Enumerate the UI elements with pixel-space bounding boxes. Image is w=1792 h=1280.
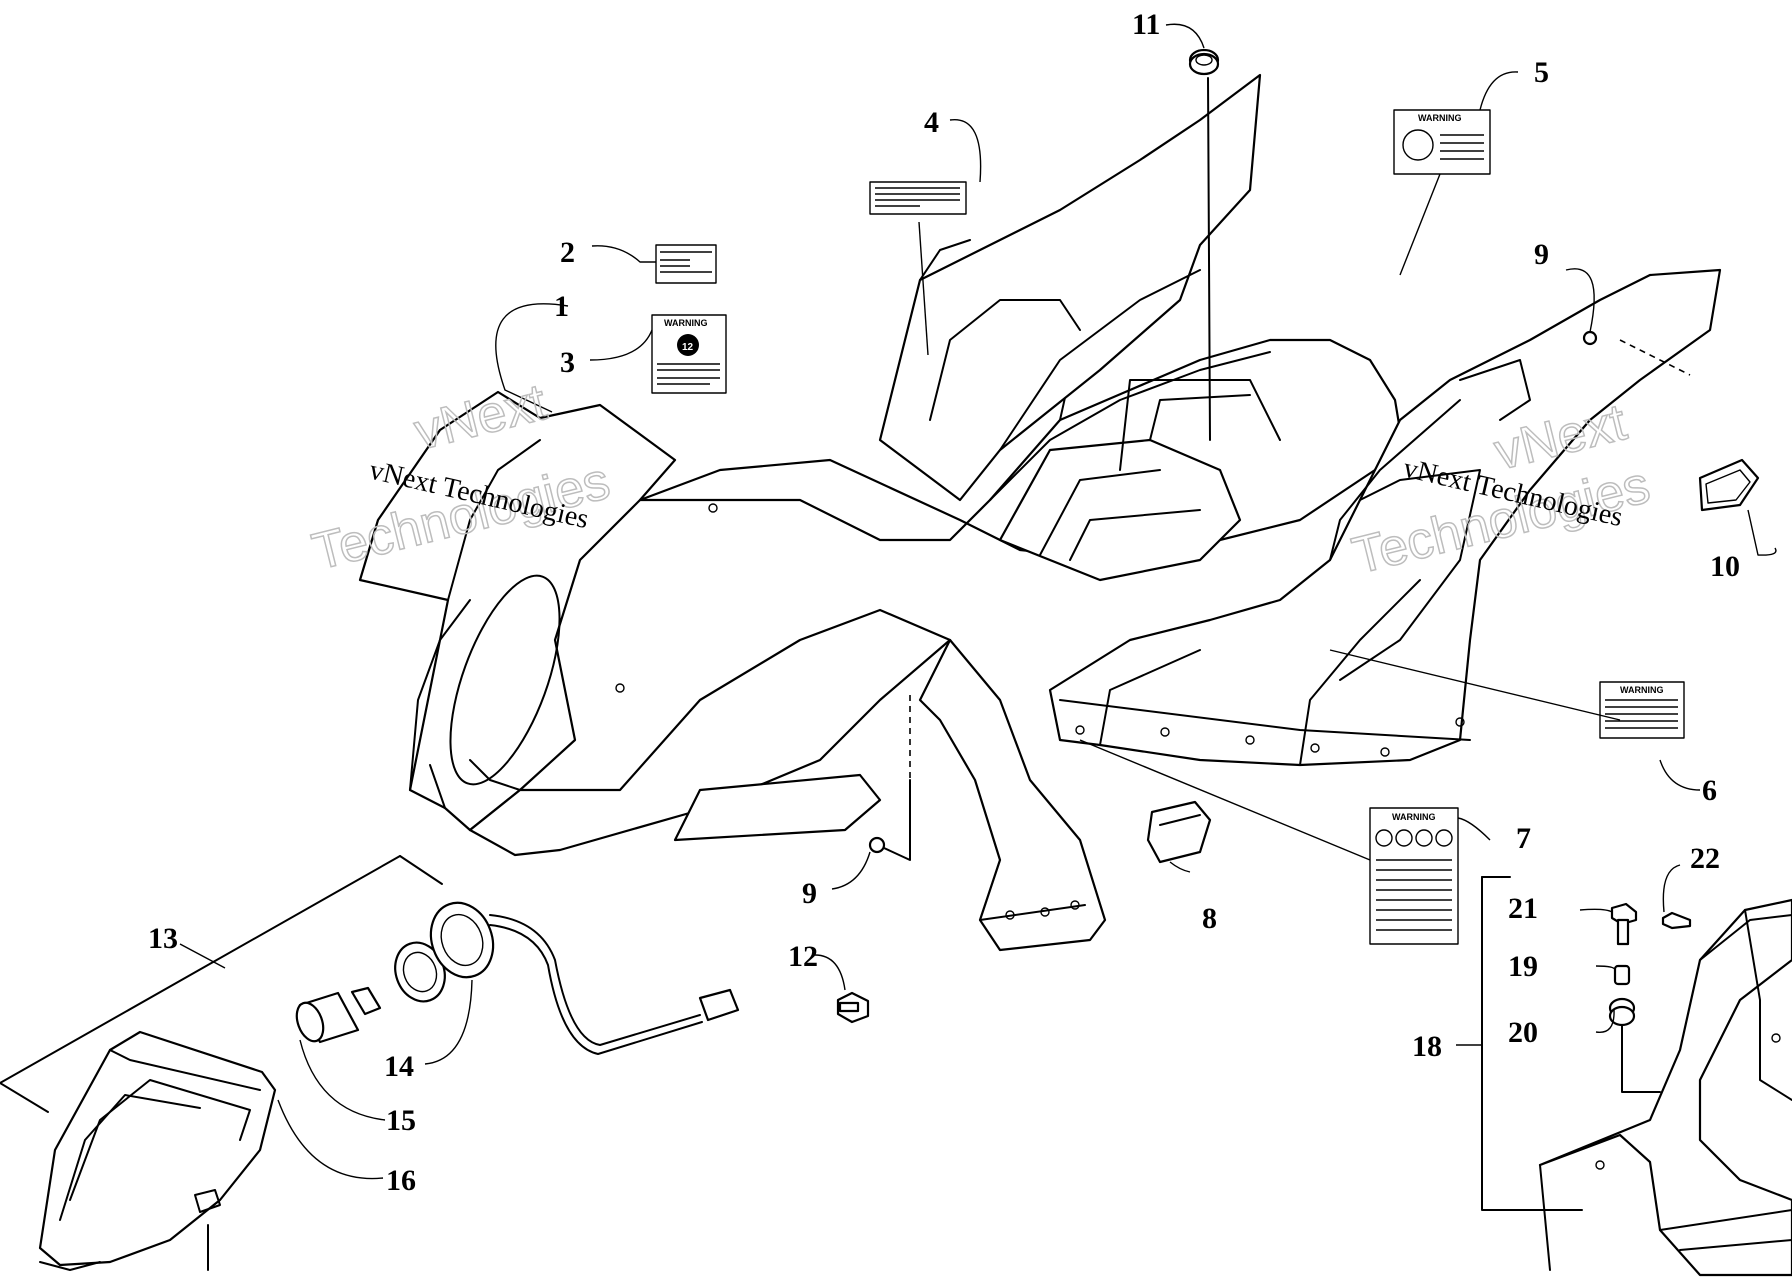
callout-9-right: 9: [1534, 238, 1549, 271]
decal-6-warning: WARNING: [1620, 685, 1664, 695]
callout-15: 15: [386, 1104, 416, 1137]
callout-6: 6: [1702, 774, 1717, 807]
decal-7: WARNING: [1369, 807, 1459, 945]
callout-20: 20: [1508, 1016, 1538, 1049]
callout-2: 2: [560, 236, 575, 269]
callout-7: 7: [1516, 822, 1531, 855]
callout-8: 8: [1202, 902, 1217, 935]
cap-11: [1188, 48, 1220, 441]
decal-4: [869, 181, 967, 215]
bolt-12: [836, 991, 870, 1024]
decal-7-warning: WARNING: [1392, 812, 1436, 822]
callout-10: 10: [1710, 550, 1740, 583]
callout-numbers: 1 2 3 4 5 6 7 8 9 9 10 11 12 13 14 15 16…: [148, 8, 1740, 1197]
decal-3: WARNING 12: [651, 314, 727, 394]
callout-14: 14: [384, 1050, 414, 1083]
callout-18: 18: [1412, 1030, 1442, 1063]
decal-5-warning: WARNING: [1418, 113, 1462, 123]
rear-detail: [1481, 876, 1792, 1277]
decal-3-age: 12: [682, 342, 694, 353]
callout-11: 11: [1132, 8, 1160, 41]
callout-3: 3: [560, 346, 575, 379]
callout-9-left: 9: [802, 877, 817, 910]
callout-12: 12: [788, 940, 818, 973]
callout-19: 19: [1508, 950, 1538, 983]
fastener-9a: [868, 779, 911, 861]
rivet-row: [615, 503, 1465, 757]
callout-13: 13: [148, 922, 178, 955]
reflector-8: [1146, 800, 1212, 864]
decal-6: WARNING: [1599, 681, 1685, 739]
decal-5: WARNING: [1393, 109, 1491, 175]
fastener-9b: [1582, 330, 1598, 346]
callout-5: 5: [1534, 56, 1549, 89]
decal-3-warning: WARNING: [664, 318, 708, 328]
callout-1: 1: [554, 290, 569, 323]
callout-22: 22: [1690, 842, 1720, 875]
reflector-10: [1698, 458, 1760, 512]
callout-4: 4: [924, 106, 939, 139]
callout-21: 21: [1508, 892, 1538, 925]
callout-16: 16: [386, 1164, 416, 1197]
headlight-assembly: [0, 855, 740, 1271]
decal-2: [655, 244, 717, 284]
leader-lines: [179, 23, 1777, 1180]
